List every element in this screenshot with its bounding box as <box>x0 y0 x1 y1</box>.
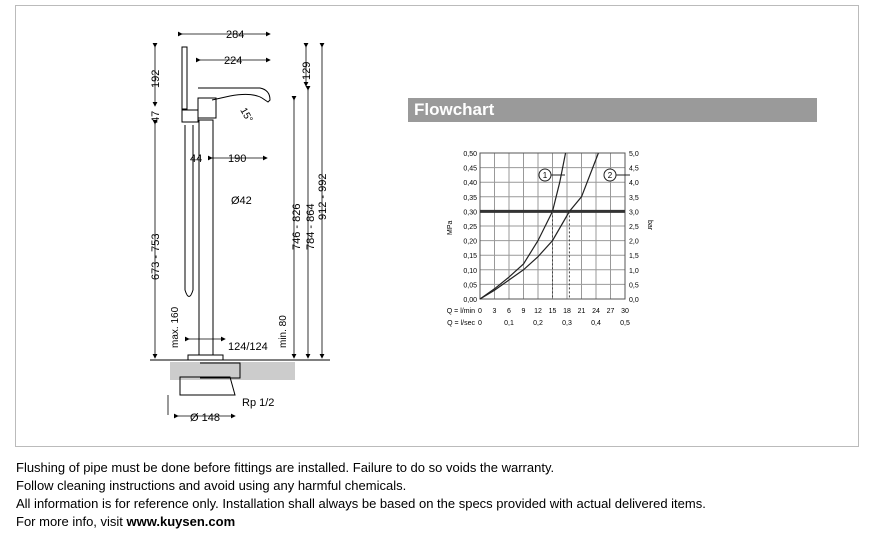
notes: Flushing of pipe must be done before fit… <box>16 459 706 531</box>
dim-44: 44 <box>190 153 202 165</box>
note-line-4: For more info, visit www.kuysen.com <box>16 513 706 531</box>
y-tick-label: 0,30 <box>463 209 477 216</box>
spec-sheet-frame <box>15 5 859 447</box>
x-tick-label-lsec: 0,4 <box>591 320 601 327</box>
x-tick-label-lmin: 15 <box>549 308 557 315</box>
flowchart-title: Flowchart <box>408 98 817 122</box>
y-tick-label: 0,10 <box>463 268 477 275</box>
series-2-label-circle <box>603 168 617 182</box>
dim-d42: Ø42 <box>231 195 252 207</box>
y-tick-label: 0,45 <box>463 166 477 173</box>
y2-tick-label: 0,0 <box>629 297 639 304</box>
y2-tick-label: 0,5 <box>629 282 639 289</box>
y2-tick-label: 1,5 <box>629 253 639 260</box>
x-tick-label-lsec: 0,2 <box>533 320 543 327</box>
y2-tick-label: 2,5 <box>629 224 639 231</box>
x-tick-label-lmin: 24 <box>592 308 600 315</box>
x-tick-label-lmin: 12 <box>534 308 542 315</box>
x-tick-label-lsec: 0,3 <box>562 320 572 327</box>
note-line-2: Follow cleaning instructions and avoid u… <box>16 478 407 493</box>
y-tick-label: 0,05 <box>463 282 477 289</box>
plot-frame <box>479 152 626 300</box>
y2-tick-label: 4,0 <box>629 180 639 187</box>
y-tick-label: 0,40 <box>463 180 477 187</box>
dim-784-864: 784 - 864 <box>305 204 317 250</box>
x-tick-label-lmin: 18 <box>563 308 571 315</box>
y2-tick-label: 5,0 <box>629 151 639 158</box>
x-tick-label-lsec: 0 <box>478 320 482 327</box>
dim-47: 47 <box>150 111 162 123</box>
y-tick-label: 0,15 <box>463 253 477 260</box>
dim-190: 190 <box>228 153 246 165</box>
dim-673-753: 673 - 753 <box>150 234 162 280</box>
dim-max160: max. 160 <box>170 306 181 348</box>
dim-129: 129 <box>301 62 313 80</box>
y-tick-label: 0,50 <box>463 151 477 158</box>
y-tick-label: 0,00 <box>463 297 477 304</box>
y2-tick-label: 3,0 <box>629 209 639 216</box>
y-tick-label: 0,35 <box>463 195 477 202</box>
y2-tick-label: 1,0 <box>629 268 639 275</box>
y2-axis-label: bar <box>646 220 653 231</box>
dim-min80: min. 80 <box>278 315 289 348</box>
dim-d148: Ø 148 <box>190 412 220 424</box>
x-label-lsec: Q = l/sec <box>447 320 475 327</box>
dim-746-826: 746 - 826 <box>291 204 303 250</box>
note-line-4-prefix: For more info, visit <box>16 514 127 529</box>
note-line-1: Flushing of pipe must be done before fit… <box>16 460 555 475</box>
x-tick-label-lsec: 0,5 <box>620 320 630 327</box>
x-tick-label-lmin: 0 <box>478 308 482 315</box>
y-tick-label: 0,25 <box>463 224 477 231</box>
x-label-lmin: Q = l/min <box>447 308 475 315</box>
series-2-label: 2 <box>608 171 613 180</box>
series-1-line <box>479 152 567 300</box>
dim-284: 284 <box>226 29 244 41</box>
y-tick-label: 0,20 <box>463 239 477 246</box>
note-line-3: All information is for reference only. I… <box>16 496 706 511</box>
x-tick-label-lmin: 27 <box>607 308 615 315</box>
y2-tick-label: 4,5 <box>629 166 639 173</box>
x-tick-label-lmin: 6 <box>507 308 511 315</box>
dim-rp: Rp 1/2 <box>242 397 274 409</box>
x-tick-label-lsec: 0,1 <box>504 320 514 327</box>
y2-tick-label: 2,0 <box>629 239 639 246</box>
series-1-label-circle <box>538 168 552 182</box>
dim-224: 224 <box>224 55 242 67</box>
series-1-label: 1 <box>543 171 548 180</box>
dim-124: 124/124 <box>228 341 268 353</box>
x-tick-label-lmin: 30 <box>621 308 629 315</box>
technical-drawing: 284 224 190 44 Ø42 124/124 Rp 1/2 Ø 148 … <box>150 29 330 424</box>
dim-192: 192 <box>150 70 162 88</box>
x-tick-label-lmin: 21 <box>578 308 586 315</box>
x-tick-label-lmin: 3 <box>493 308 497 315</box>
series-2-line <box>479 152 599 300</box>
y-axis-label: MPa <box>447 221 454 236</box>
y2-tick-label: 3,5 <box>629 195 639 202</box>
dim-912-992: 912 - 992 <box>317 174 329 220</box>
website-link[interactable]: www.kuysen.com <box>126 514 236 529</box>
x-tick-label-lmin: 9 <box>522 308 526 315</box>
dim-angle: 15° <box>237 106 254 125</box>
